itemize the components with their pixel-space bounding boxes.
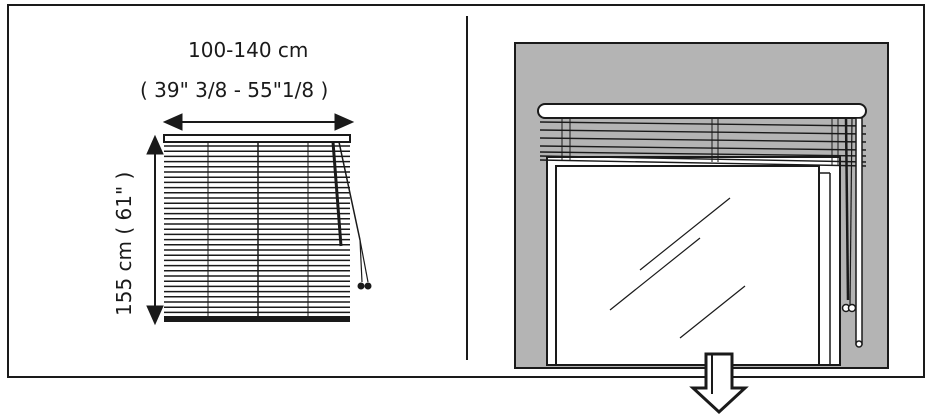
width-inch-label: ( 39" 3/8 - 55"1/8 ) (140, 78, 329, 102)
blind-illustration (163, 134, 372, 322)
panel-divider (466, 16, 468, 360)
height-arrow (146, 134, 164, 326)
down-arrow-icon (689, 352, 749, 415)
width-arrow (162, 113, 355, 131)
width-cm-label: 100-140 cm (188, 38, 309, 62)
